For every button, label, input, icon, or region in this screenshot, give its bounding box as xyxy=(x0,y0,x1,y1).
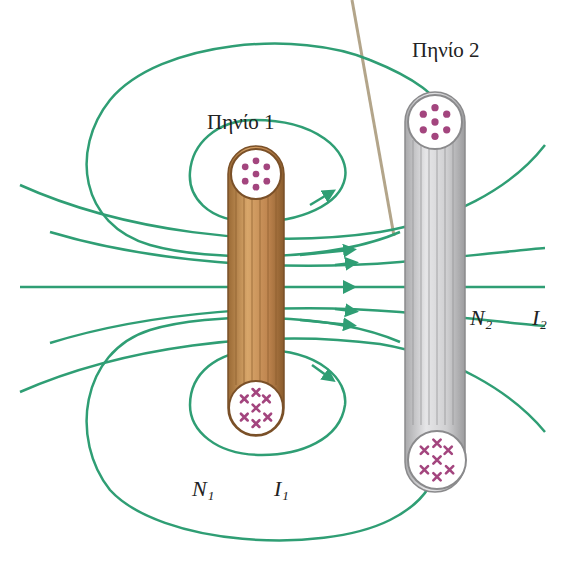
coil-2 xyxy=(405,92,466,492)
coil-name: Πηνίο 1 xyxy=(207,112,275,133)
coil-name: Πηνίο 2 xyxy=(412,40,480,61)
current-symbol: I₁ xyxy=(274,478,289,500)
current-marks xyxy=(241,104,453,480)
current-symbol: I₂ xyxy=(532,307,547,329)
coil-1 xyxy=(228,146,284,436)
field-lines xyxy=(20,44,545,541)
turns-symbol: N₁ xyxy=(192,478,214,500)
turns-symbol: N₂ xyxy=(470,307,492,329)
leader-line xyxy=(352,0,394,236)
